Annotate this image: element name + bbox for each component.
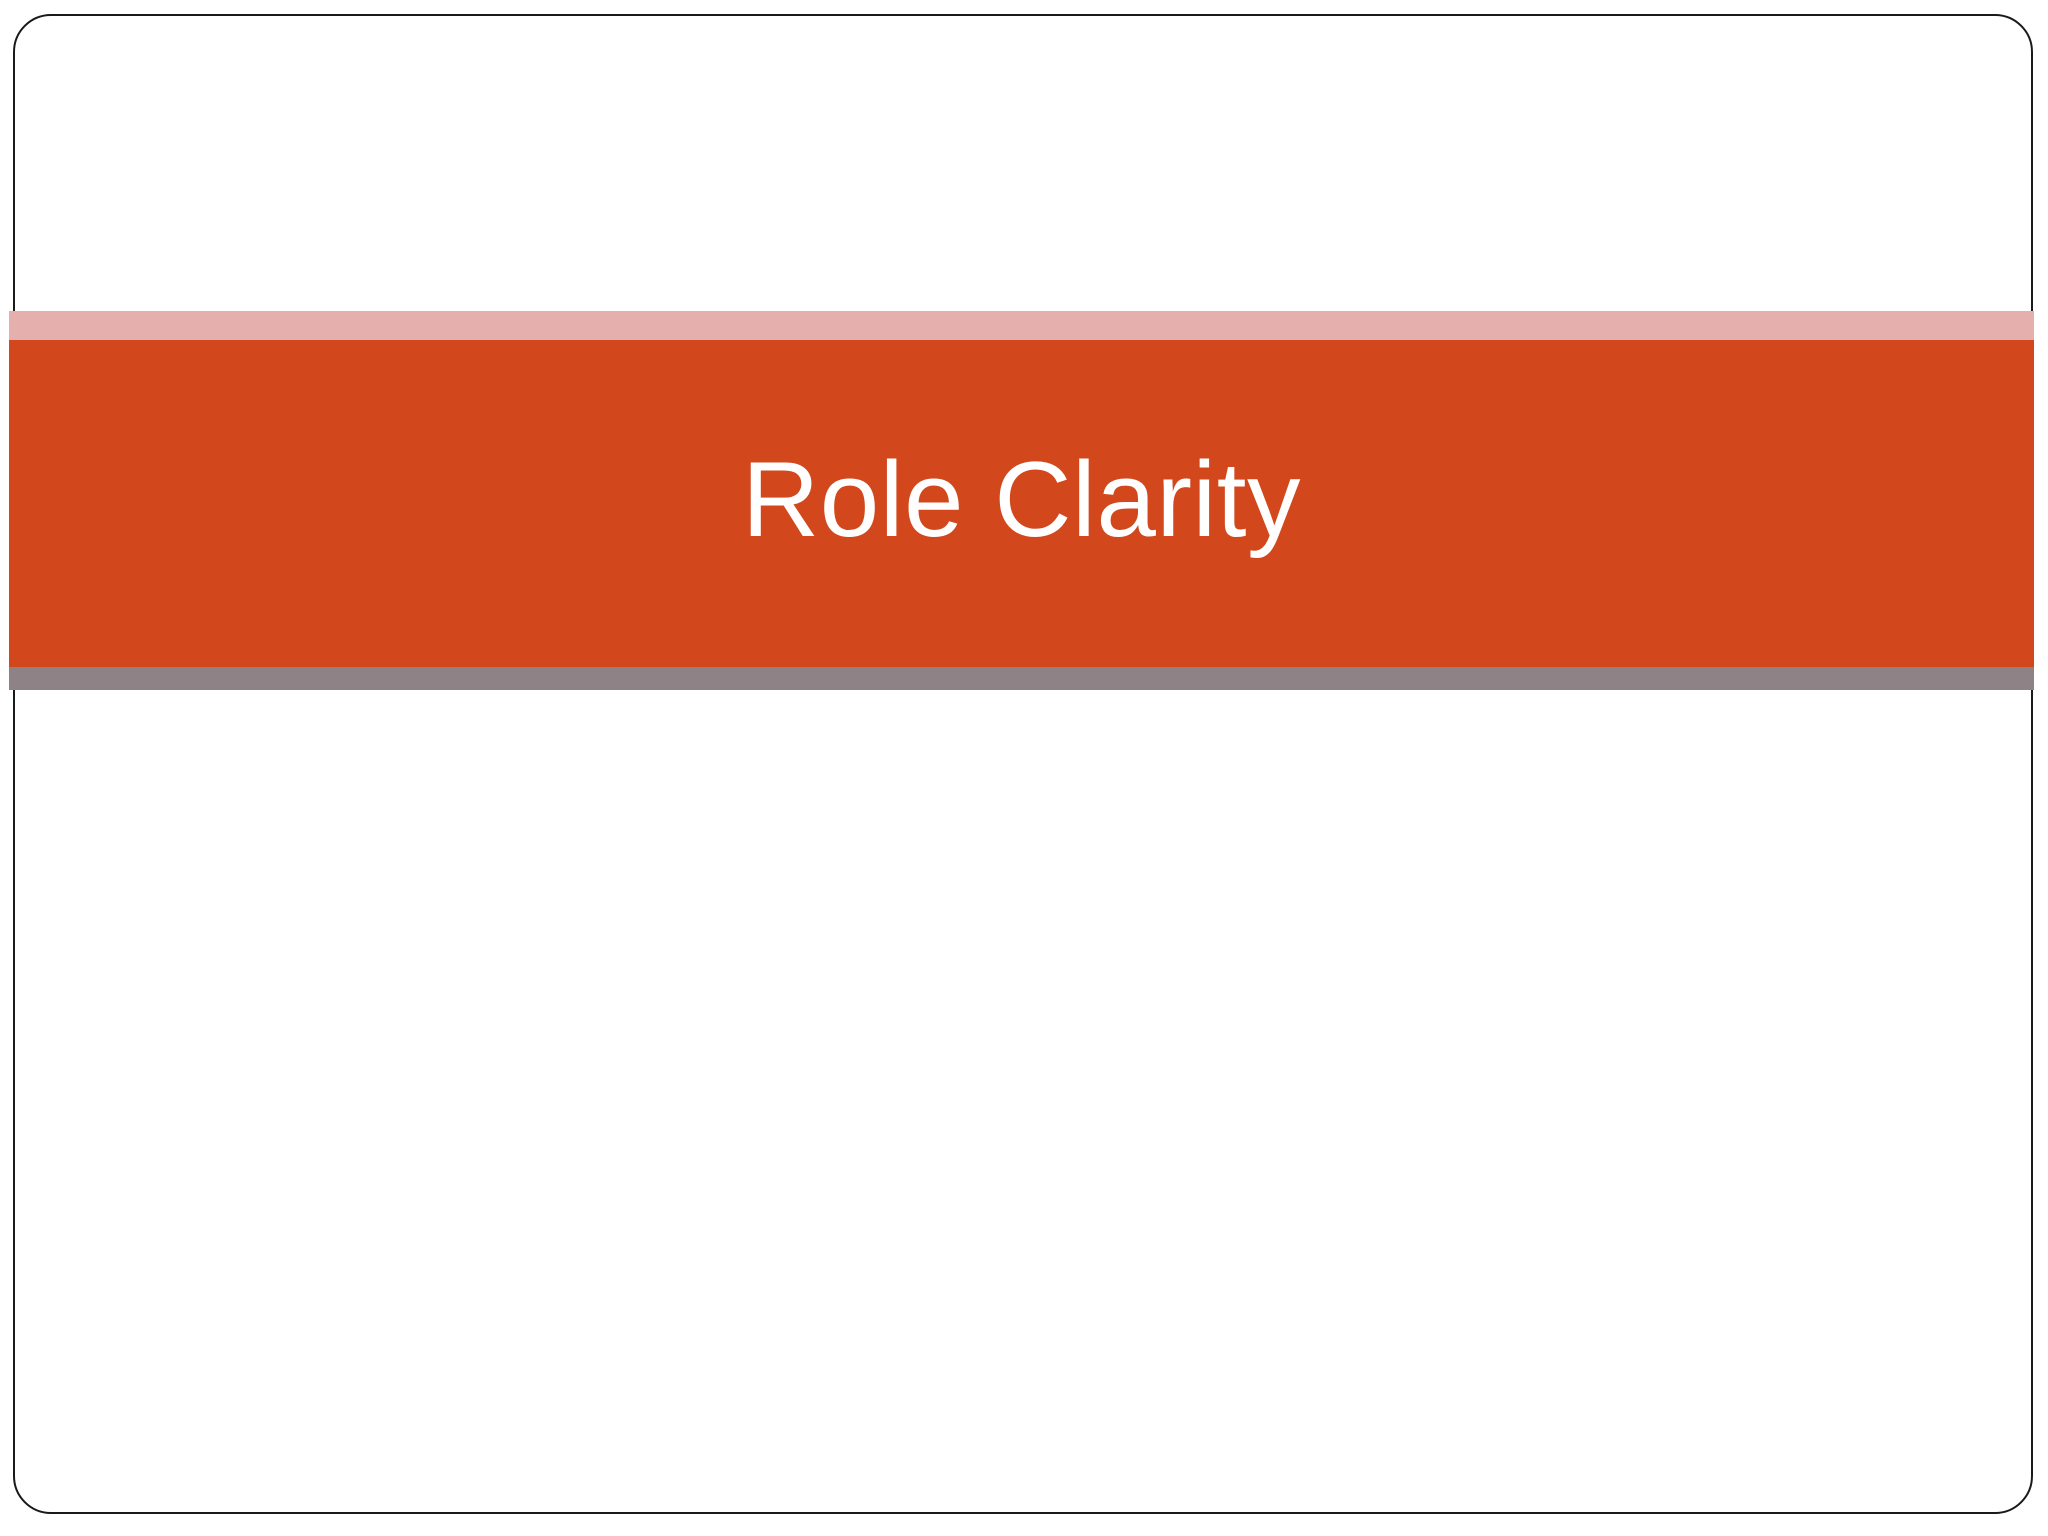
- title-banner: Role Clarity: [9, 311, 2034, 690]
- banner-accent-stripe-bottom: [9, 667, 2034, 690]
- banner-title-background: Role Clarity: [9, 340, 2034, 667]
- slide-frame-border: [13, 14, 2033, 1514]
- banner-accent-stripe-top: [9, 311, 2034, 340]
- slide-title: Role Clarity: [742, 439, 1301, 560]
- slide-body-text: [15, 692, 2031, 1512]
- slide-content-area[interactable]: [15, 692, 2031, 1512]
